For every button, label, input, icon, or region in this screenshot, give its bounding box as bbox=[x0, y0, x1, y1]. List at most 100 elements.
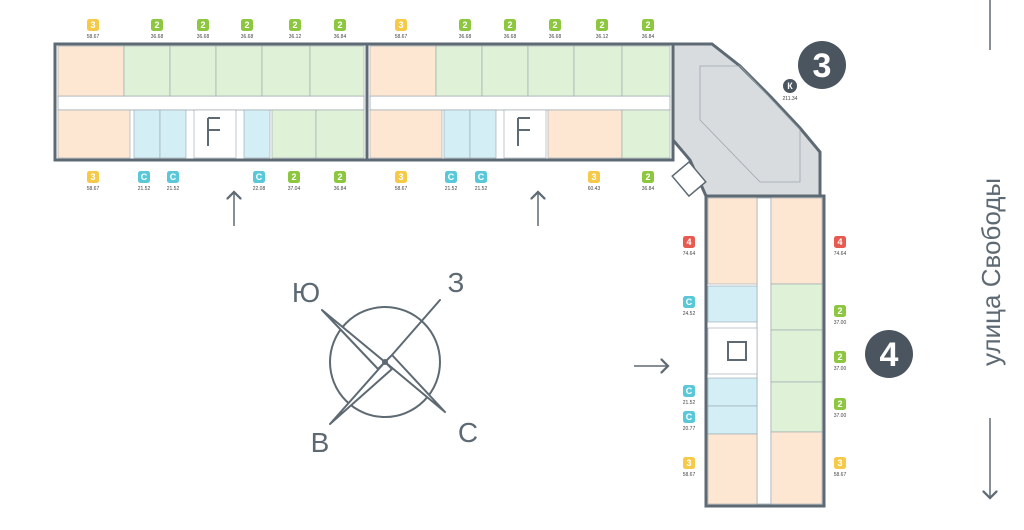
stair-mid bbox=[503, 109, 547, 159]
badge-top-1-2-chip bbox=[197, 19, 209, 31]
badge-top-2-5-area: 36.84 bbox=[642, 34, 655, 40]
badge-bot-2-0-rooms: 3 bbox=[398, 172, 403, 182]
unit-top-m-6 bbox=[621, 45, 671, 97]
badge-right-4-area: 58.67 bbox=[834, 472, 847, 478]
badge-top-1-0-area: 58.67 bbox=[87, 34, 100, 40]
badge-left-1: С24.52 bbox=[683, 296, 695, 317]
badge-top-1-0-chip bbox=[87, 19, 99, 31]
section-3-label: 3 bbox=[813, 47, 832, 85]
unit-badges: 358.67236.68236.68236.68236.12236.84358.… bbox=[87, 19, 847, 478]
badge-left-0-area: 74.64 bbox=[683, 251, 696, 257]
badge-top-2-1-rooms: 2 bbox=[462, 20, 467, 30]
badge-right-1: 237.00 bbox=[834, 305, 847, 326]
stair-right-symbol bbox=[727, 341, 747, 361]
stair-mid-symbol bbox=[517, 117, 530, 146]
badge-top-1-0: 358.67 bbox=[87, 19, 100, 40]
badge-right-1-rooms: 2 bbox=[837, 306, 842, 316]
section-3-marker: 3 bbox=[798, 41, 846, 89]
badge-bot-1-3-area: 22.08 bbox=[253, 186, 266, 192]
badge-bot-1-5: 236.84 bbox=[334, 171, 347, 192]
badge-bot-2-0: 358.67 bbox=[395, 171, 407, 192]
unit-bot-m-1 bbox=[369, 109, 443, 159]
unit-top-m-4 bbox=[527, 45, 575, 97]
badge-right-4-chip bbox=[834, 457, 846, 469]
entrance-stairs bbox=[671, 160, 707, 198]
badge-top-2-1-chip bbox=[459, 19, 471, 31]
badge-top-1-4: 236.12 bbox=[289, 19, 301, 40]
building-wing-middle bbox=[365, 42, 675, 162]
badge-bot-2-4-area: 36.84 bbox=[642, 186, 655, 192]
unit-top-m-3 bbox=[481, 45, 529, 97]
badge-bot-1-2-chip bbox=[167, 171, 179, 183]
badge-top-2-2-area: 36.68 bbox=[504, 34, 517, 40]
badge-bot-2-1-rooms: С bbox=[448, 172, 455, 182]
unit-top-m-2 bbox=[435, 45, 483, 97]
unit-top-l-6 bbox=[309, 45, 365, 97]
badge-left-2: С21.52 bbox=[683, 385, 695, 406]
badge-bot-1-5-area: 36.84 bbox=[334, 186, 347, 192]
unit-bot-m-3 bbox=[469, 109, 497, 159]
badge-top-2-2-chip bbox=[504, 19, 516, 31]
unit-right-r-2 bbox=[770, 283, 823, 331]
badge-right-3-area: 37.00 bbox=[834, 413, 847, 419]
badge-bot-1-4-rooms: 2 bbox=[291, 172, 296, 182]
badge-bot-2-3: 360.43 bbox=[588, 171, 600, 192]
badge-top-2-0-rooms: 3 bbox=[398, 20, 403, 30]
badge-top-2-4-rooms: 2 bbox=[599, 20, 604, 30]
badge-top-2-4: 236.12 bbox=[596, 19, 608, 40]
badge-right-1-area: 37.00 bbox=[834, 320, 847, 326]
unit-top-m-1 bbox=[369, 45, 437, 97]
compass-e: С bbox=[458, 417, 478, 448]
badge-top-1-2: 236.68 bbox=[197, 19, 209, 40]
badge-right-1-chip bbox=[834, 305, 846, 317]
unit-bot-m-5 bbox=[621, 109, 671, 159]
compass-w: Ю bbox=[292, 277, 320, 308]
badge-right-3-rooms: 2 bbox=[837, 399, 842, 409]
badge-top-2-1: 236.68 bbox=[459, 19, 472, 40]
unit-bot-l-4 bbox=[243, 109, 271, 159]
unit-bot-m-2 bbox=[443, 109, 471, 159]
stair-left-symbol bbox=[207, 117, 220, 146]
badge-top-1-5: 236.84 bbox=[334, 19, 346, 40]
badge-bot-2-1-chip bbox=[445, 171, 457, 183]
badge-left-3-rooms: С bbox=[686, 412, 693, 422]
badge-top-1-5-rooms: 2 bbox=[337, 20, 342, 30]
unit-top-l-3 bbox=[169, 45, 217, 97]
unit-top-l-4 bbox=[215, 45, 263, 97]
compass-s: В bbox=[311, 427, 330, 458]
badge-top-2-1-area: 36.68 bbox=[459, 34, 472, 40]
badge-right-2: 237.00 bbox=[834, 351, 846, 372]
compass: З Ю В С bbox=[292, 267, 478, 458]
badge-bot-1-4: 237.04 bbox=[288, 171, 300, 192]
badge-bot-1-0-chip bbox=[87, 171, 99, 183]
badge-bot-2-1: С21.52 bbox=[445, 171, 457, 192]
section-4-marker: 4 bbox=[865, 330, 913, 378]
badge-top-1-1-chip bbox=[151, 19, 163, 31]
badge-left-2-chip bbox=[683, 385, 695, 397]
compass-ring bbox=[329, 306, 441, 418]
commercial-area: 211.34 bbox=[783, 96, 798, 102]
badge-left-4: 358.67 bbox=[683, 457, 695, 478]
badge-top-2-3: 236.68 bbox=[549, 19, 561, 40]
badge-left-3: С20.77 bbox=[683, 411, 695, 432]
badge-bot-1-0: 358.67 bbox=[87, 171, 100, 192]
badge-top-1-1: 236.68 bbox=[151, 19, 163, 40]
badge-top-2-5-rooms: 2 bbox=[645, 20, 650, 30]
badge-bot-1-1-rooms: С bbox=[141, 172, 148, 182]
unit-bot-l-2 bbox=[133, 109, 161, 159]
badge-bot-1-3: С22.08 bbox=[253, 171, 266, 192]
building-wing-left bbox=[53, 42, 369, 162]
badge-top-2-0: 358.67 bbox=[395, 19, 407, 40]
unit-bot-l-5 bbox=[271, 109, 317, 159]
stair-right bbox=[707, 327, 758, 375]
badge-top-2-3-chip bbox=[549, 19, 561, 31]
badge-bot-2-4: 236.84 bbox=[642, 171, 655, 192]
badge-bot-1-0-rooms: 3 bbox=[90, 172, 95, 182]
unit-left-r-1 bbox=[707, 197, 758, 285]
unit-left-r-4 bbox=[707, 405, 758, 435]
badge-top-2-5-chip bbox=[642, 19, 654, 31]
badge-top-1-5-chip bbox=[334, 19, 346, 31]
badge-top-1-0-rooms: 3 bbox=[90, 20, 95, 30]
badge-bot-1-0-area: 58.67 bbox=[87, 186, 100, 192]
badge-bot-1-2-area: 21.52 bbox=[167, 186, 180, 192]
